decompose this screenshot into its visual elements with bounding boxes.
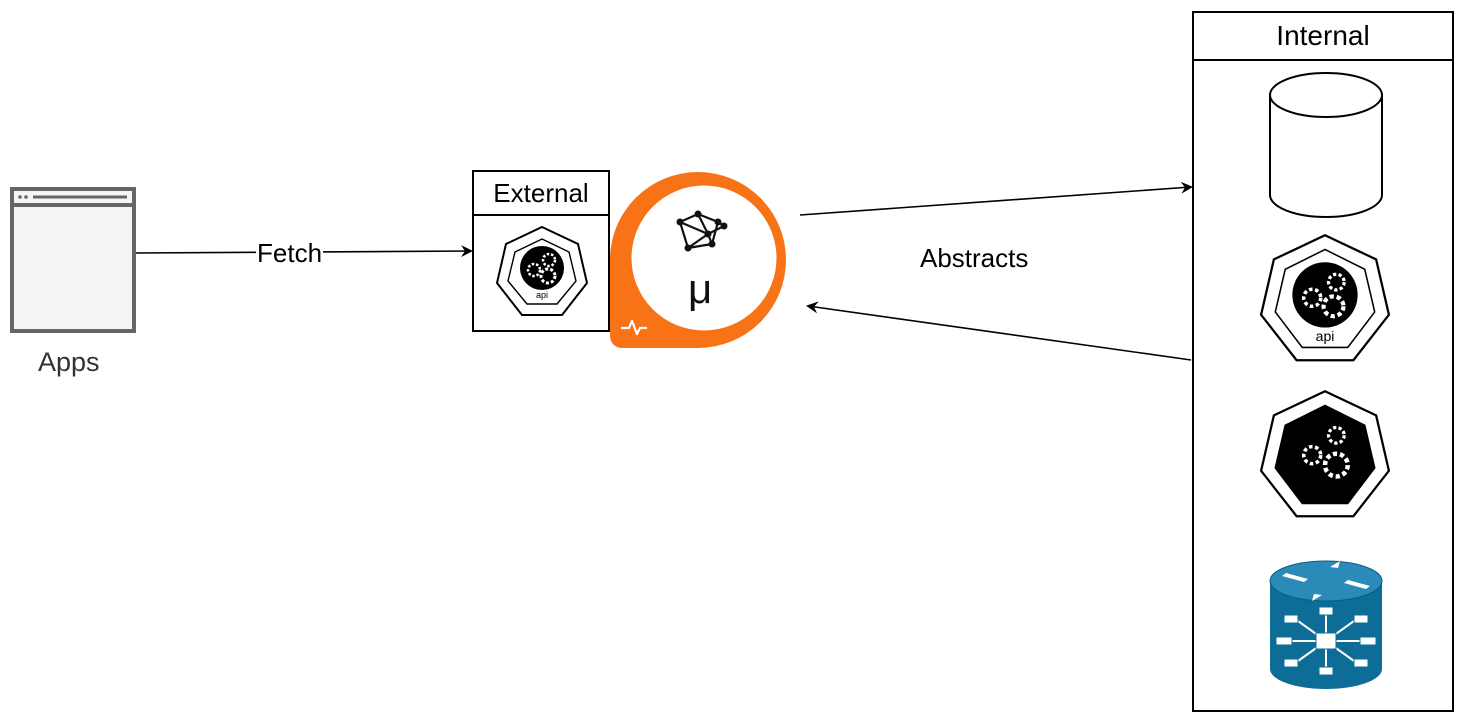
gateway-ring-icon <box>610 172 786 348</box>
abstracts-edge-back <box>806 301 1192 361</box>
kubernetes-node-icon <box>1259 390 1391 518</box>
internal-node-service[interactable] <box>1254 387 1396 529</box>
kubernetes-api-icon <box>1259 234 1391 362</box>
heartbeat-icon <box>618 311 650 343</box>
external-api-label: api <box>535 290 548 300</box>
abstracts-edge-label: Abstracts <box>920 243 1029 273</box>
external-api-service[interactable]: api <box>492 224 592 324</box>
internal-container[interactable]: Internal api <box>1192 11 1454 712</box>
apps-node[interactable] <box>10 187 136 333</box>
internal-divider <box>1194 59 1452 61</box>
gateway-symbol: μ <box>688 265 713 312</box>
apps-label: Apps <box>38 347 100 377</box>
internal-database[interactable] <box>1268 71 1384 219</box>
internal-title: Internal <box>1276 20 1370 51</box>
external-divider <box>474 214 608 216</box>
abstracts-edge-out <box>799 181 1193 216</box>
database-cylinder-icon <box>1269 72 1383 218</box>
fetch-edge-label: Fetch <box>256 238 324 268</box>
internal-api-service[interactable]: api <box>1254 231 1396 373</box>
external-container[interactable]: External api <box>472 170 610 332</box>
external-title: External <box>493 178 589 208</box>
browser-window-icon <box>10 187 136 333</box>
internal-router[interactable] <box>1268 559 1384 691</box>
internal-api-label: api <box>1315 328 1335 344</box>
network-router-icon <box>1269 560 1383 689</box>
graphql-mesh-icon <box>676 210 728 252</box>
gateway-node[interactable]: μ <box>608 170 800 352</box>
kubernetes-api-icon <box>495 225 589 316</box>
